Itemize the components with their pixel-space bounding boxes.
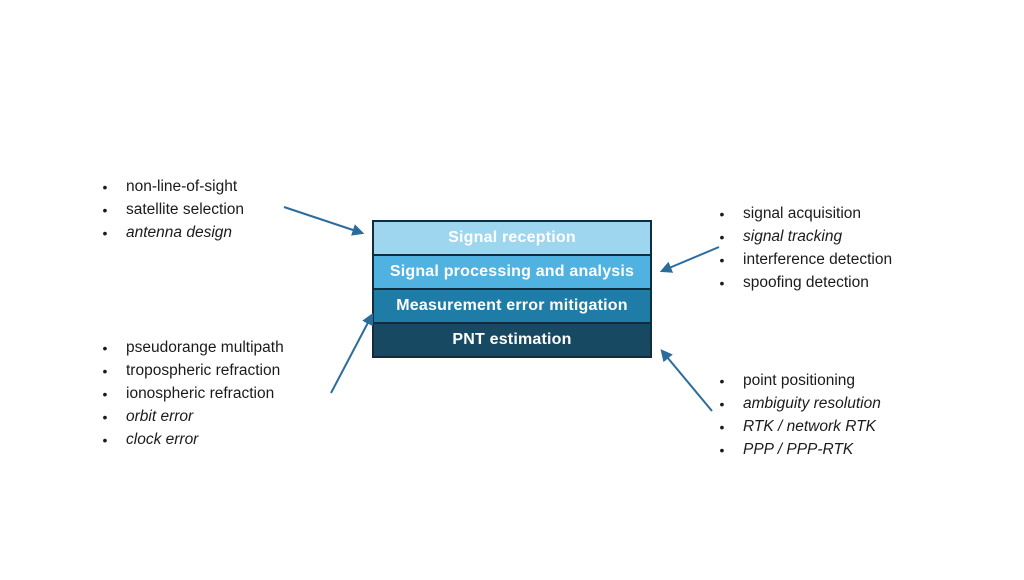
list-item-label: RTK / network RTK [743,417,876,435]
list-item-label: tropospheric refraction [126,361,281,379]
list-item: • antenna design [100,221,244,244]
list-error-mitigation-topics: • pseudorange multipath • tropospheric r… [100,336,284,451]
list-item-label: spoofing detection [743,273,869,291]
list-item-label: clock error [126,430,199,448]
layer-label: Measurement error mitigation [396,297,628,314]
layer-label: Signal processing and analysis [389,263,635,280]
list-item: • interference detection [717,248,893,271]
bullet-icon: • [102,339,108,356]
layer-error-mitigation: Measurement error mitigation [372,288,652,324]
list-item-label: ionospheric refraction [126,384,275,402]
bullet-icon: • [719,274,725,291]
arrow-bottomleft-to-stack [330,312,374,394]
list-item: • orbit error [100,405,284,428]
list-item: • signal tracking [717,225,892,248]
list-item-label: satellite selection [126,200,245,218]
bullet-icon: • [719,228,725,245]
list-item-label: interference detection [743,250,893,268]
bullet-icon: • [719,372,725,389]
bullet-icon: • [719,395,725,412]
arrow-topright-to-stack [659,246,720,273]
bullet-icon: • [102,431,108,448]
bullet-icon: • [719,441,725,458]
list-item-label: ambiguity resolution [743,394,881,412]
list-item: • ambiguity resolution [717,392,881,415]
list-item-label: orbit error [126,407,194,425]
list-item-label: antenna design [126,223,233,241]
arrow-bottomright-to-stack [660,349,713,412]
list-item: • clock error [100,428,284,451]
layer-signal-reception: Signal reception [372,220,652,256]
layer-label: PNT estimation [452,331,572,348]
list-pnt-estimation-topics: • point positioning • ambiguity resoluti… [717,369,881,461]
bullet-icon: • [102,178,108,195]
list-item-label: signal acquisition [743,204,862,222]
layer-pnt-estimation: PNT estimation [372,322,652,358]
list-item: • ionospheric refraction [100,382,284,405]
list-item: • non-line-of-sight [100,175,244,198]
bullet-icon: • [719,251,725,268]
list-item: • spoofing detection [717,271,892,294]
list-signal-reception-topics: • non-line-of-sight • satellite selectio… [100,175,245,244]
list-item: • pseudorange multipath [100,336,284,359]
list-item: • satellite selection [100,198,245,221]
list-item: • RTK / network RTK [717,415,881,438]
list-item: • tropospheric refraction [100,359,284,382]
list-item: • signal acquisition [717,202,892,225]
bullet-icon: • [102,385,108,402]
list-item-label: PPP / PPP-RTK [743,440,854,458]
list-item: • PPP / PPP-RTK [717,438,881,461]
bullet-icon: • [719,205,725,222]
list-item-label: signal tracking [743,227,843,245]
list-signal-processing-topics: • signal acquisition • signal tracking •… [717,202,893,294]
bullet-icon: • [102,408,108,425]
list-item-label: non-line-of-sight [126,177,238,195]
processing-stack: Signal reception Signal processing and a… [372,220,652,358]
list-item: • point positioning [717,369,881,392]
layer-label: Signal reception [448,229,576,246]
list-item-label: point positioning [743,371,856,389]
arrow-topleft-to-stack [283,206,365,236]
layer-signal-processing: Signal processing and analysis [372,254,652,290]
bullet-icon: • [102,201,108,218]
bullet-icon: • [719,418,725,435]
list-item-label: pseudorange multipath [126,338,284,356]
bullet-icon: • [102,224,108,241]
bullet-icon: • [102,362,108,379]
